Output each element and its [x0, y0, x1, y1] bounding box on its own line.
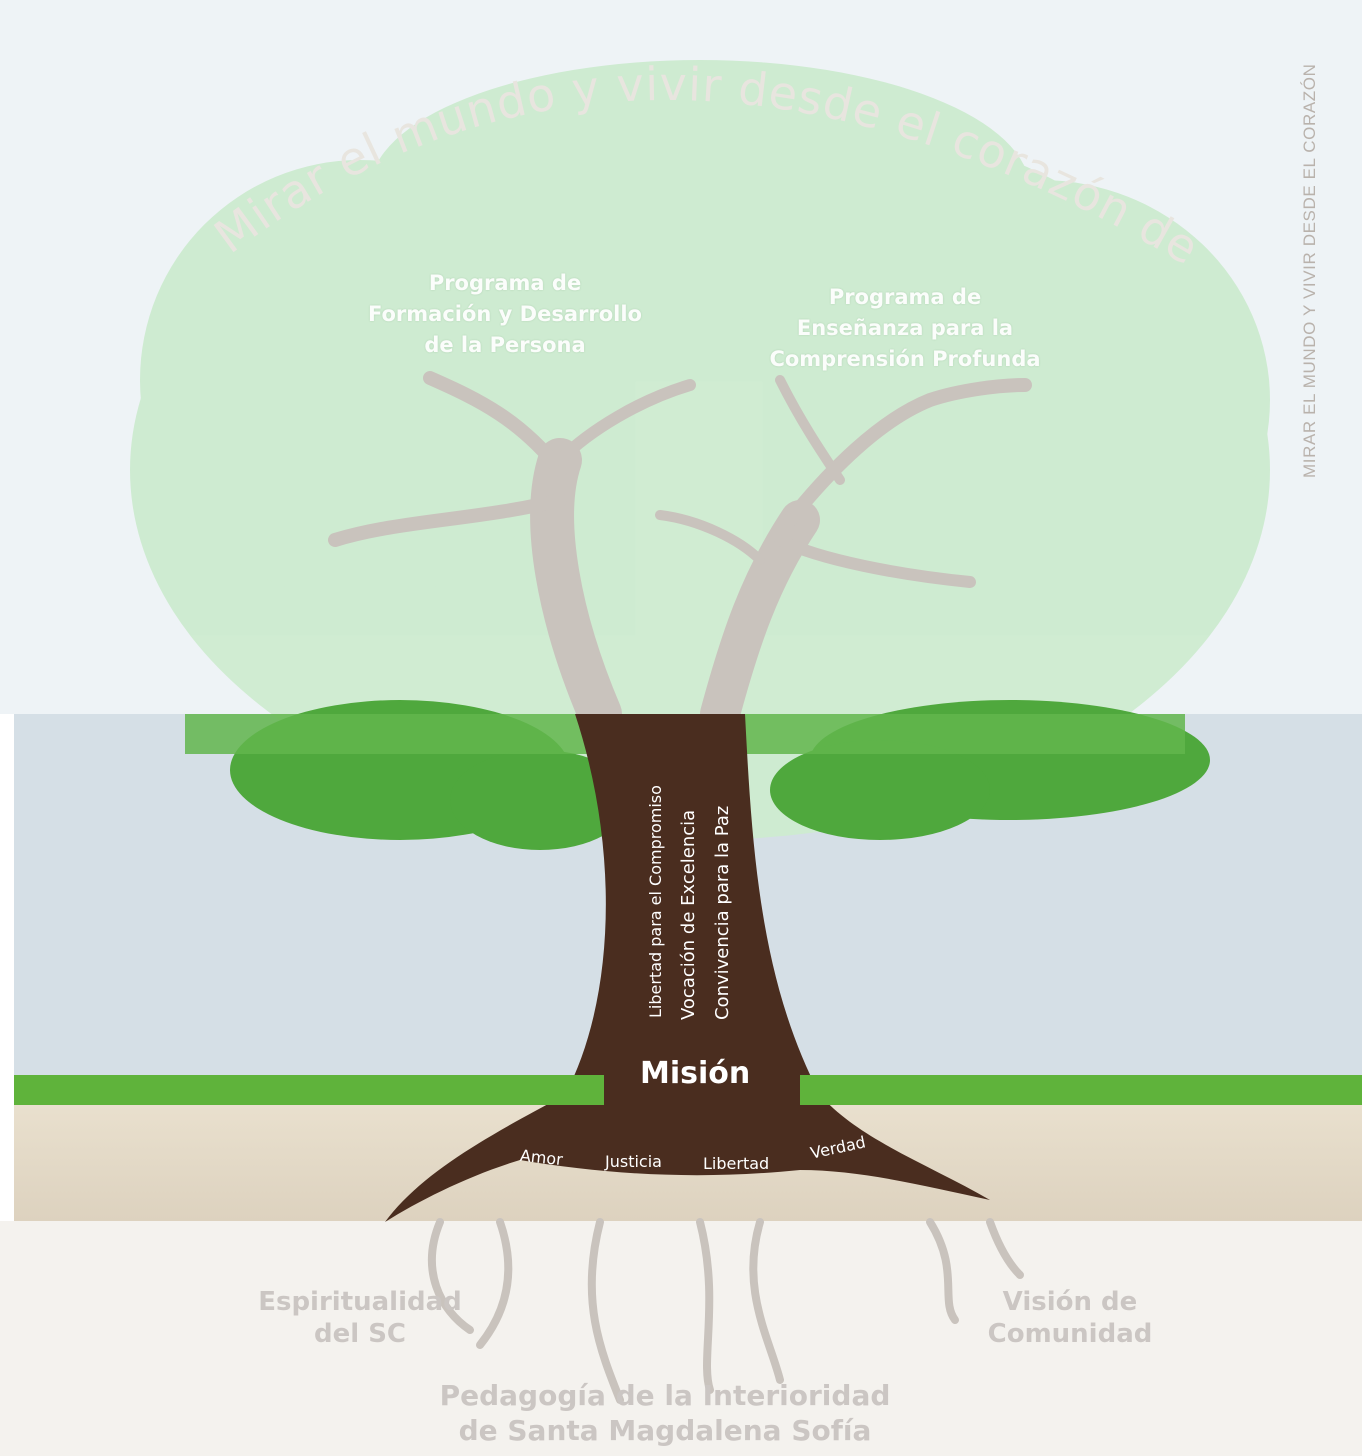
trunk-line-1: Libertad para el Compromiso	[646, 785, 665, 1018]
root-right-line-1: Visión de	[1002, 1287, 1138, 1317]
value-justicia: Justicia	[605, 1152, 662, 1171]
branch-left-line-1: Programa de	[428, 271, 582, 295]
branch-label-right: Programa de Enseñanza para la Comprensió…	[745, 282, 1065, 375]
branch-right-line-2: Enseñanza para la	[796, 316, 1014, 340]
bottom-background	[0, 1221, 1362, 1456]
branch-right-line-1: Programa de	[828, 285, 982, 309]
foliage-canopy	[130, 60, 1270, 840]
root-label-left: Espiritualidad del SC	[255, 1286, 465, 1350]
grass-strip	[14, 1075, 1362, 1105]
branch-label-left: Programa de Formación y Desarrollo de la…	[330, 268, 680, 361]
branch-right-line-3: Comprensión Profunda	[769, 347, 1041, 371]
branch-left-line-3: de la Persona	[424, 333, 586, 357]
root-label-right: Visión de Comunidad	[960, 1286, 1180, 1350]
root-bottom-line-2: de Santa Magdalena Sofía	[458, 1414, 872, 1447]
root-right-line-2: Comunidad	[987, 1319, 1153, 1349]
root-bottom-line-1: Pedagogía de la Interioridad	[439, 1379, 891, 1412]
left-margin	[0, 714, 14, 1221]
side-caption: MIRAR EL MUNDO Y VIVIR DESDE EL CORAZÓN	[1300, 63, 1319, 478]
mission-label: Misión	[640, 1056, 751, 1091]
faded-branches	[328, 371, 1032, 736]
value-libertad: Libertad	[703, 1154, 770, 1173]
root-left-line-2: del SC	[313, 1319, 406, 1349]
root-tendrils	[428, 1218, 1024, 1404]
tree-trunk	[385, 714, 990, 1222]
branch-left-line-2: Formación y Desarrollo	[368, 302, 642, 326]
root-label-bottom: Pedagogía de la Interioridad de Santa Ma…	[420, 1378, 910, 1448]
trunk-line-3: Convivencia para la Paz	[712, 805, 733, 1020]
trunk-line-2: Vocación de Excelencia	[678, 809, 699, 1020]
root-left-line-1: Espiritualidad	[258, 1287, 462, 1317]
